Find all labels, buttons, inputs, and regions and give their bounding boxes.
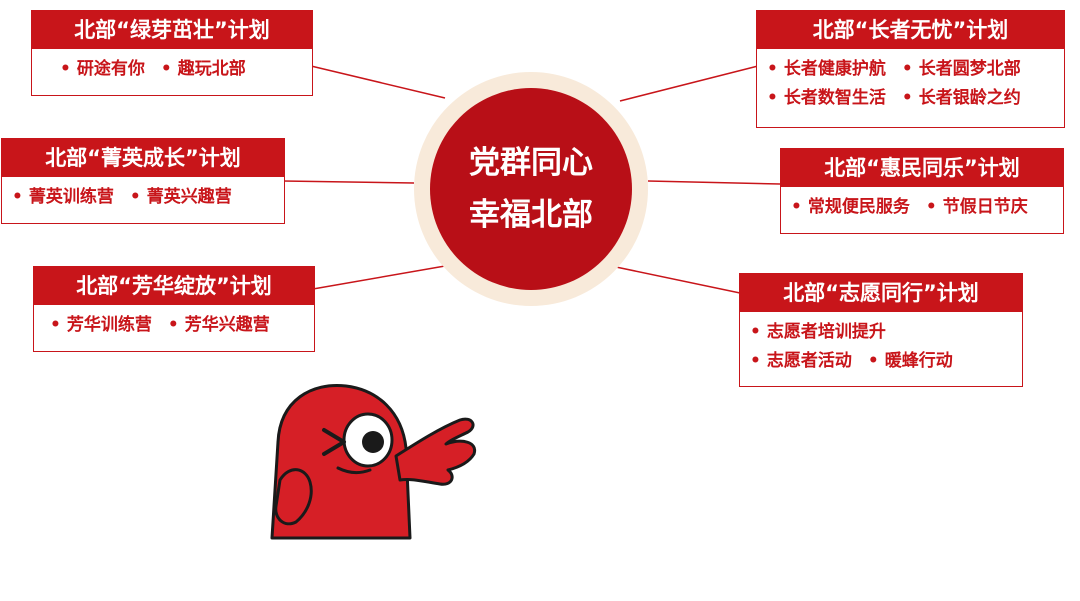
plan-box-huimin: 北部“惠民同乐”计划 常规便民服务 节假日节庆: [780, 148, 1064, 234]
plan-title: 北部“绿芽茁壮”计划: [32, 11, 312, 49]
plan-item: 芳华兴趣营: [168, 311, 270, 340]
connector-fanghua: [312, 265, 446, 290]
center-circle: 党群同心 幸福北部: [430, 88, 632, 290]
plan-item-row: 常规便民服务 节假日节庆: [791, 193, 1053, 222]
mascot-illustration: [270, 383, 477, 540]
plan-item: 趣玩北部: [161, 55, 246, 84]
plan-item-row: 志愿者活动 暖蜂行动: [750, 347, 1012, 376]
plan-title: 北部“志愿同行”计划: [740, 274, 1022, 312]
plan-item: 志愿者活动: [750, 347, 852, 376]
connector-zhiyuan: [615, 266, 741, 294]
mascot-wink: [322, 428, 346, 456]
plan-title: 北部“菁英成长”计划: [2, 139, 284, 177]
plan-item-row: 研途有你 趣玩北部: [42, 55, 302, 84]
connector-jingying: [282, 180, 415, 184]
plan-item: 志愿者培训提升: [750, 318, 886, 347]
plan-item: 长者银龄之约: [902, 84, 1021, 113]
plan-box-zhangzhe: 北部“长者无忧”计划 长者健康护航 长者圆梦北部 长者数智生活 长者银龄之约: [756, 10, 1065, 128]
plan-item: 芳华训练营: [50, 311, 152, 340]
plan-item: 常规便民服务: [791, 193, 910, 222]
plan-title: 北部“惠民同乐”计划: [781, 149, 1063, 187]
plan-box-jingying: 北部“菁英成长”计划 菁英训练营 菁英兴趣营: [1, 138, 285, 224]
plan-item: 长者数智生活: [767, 84, 886, 113]
plan-item: 节假日节庆: [926, 193, 1028, 222]
connector-zhangzhe: [619, 65, 759, 102]
plan-item: 菁英兴趣营: [130, 183, 232, 212]
mascot-mouth: [336, 466, 372, 475]
connector-lvya: [310, 65, 446, 99]
plan-item-row: 志愿者培训提升: [750, 318, 1012, 347]
connector-huimin: [647, 180, 781, 185]
plan-item: 长者健康护航: [767, 55, 886, 84]
plan-item-row: 芳华训练营 芳华兴趣营: [44, 311, 304, 340]
plan-item: 长者圆梦北部: [902, 55, 1021, 84]
center-line-2: 幸福北部: [469, 197, 593, 233]
plan-item: 菁英训练营: [12, 183, 114, 212]
plan-item-row: 长者数智生活 长者银龄之约: [767, 84, 1054, 113]
plan-item: 暖蜂行动: [868, 347, 953, 376]
plan-item: 研途有你: [60, 55, 145, 84]
plan-title: 北部“芳华绽放”计划: [34, 267, 314, 305]
center-line-1: 党群同心: [469, 145, 593, 181]
mascot-hand: [274, 468, 313, 526]
plan-box-fanghua: 北部“芳华绽放”计划 芳华训练营 芳华兴趣营: [33, 266, 315, 352]
plan-box-lvya: 北部“绿芽茁壮”计划 研途有你 趣玩北部: [31, 10, 313, 96]
plan-title: 北部“长者无忧”计划: [757, 11, 1064, 49]
plan-item-row: 菁英训练营 菁英兴趣营: [12, 183, 274, 212]
mascot-arm: [394, 417, 477, 486]
plan-box-zhiyuan: 北部“志愿同行”计划 志愿者培训提升 志愿者活动 暖蜂行动: [739, 273, 1023, 387]
center-hub: 党群同心 幸福北部: [414, 72, 648, 306]
plan-item-row: 长者健康护航 长者圆梦北部: [767, 55, 1054, 84]
